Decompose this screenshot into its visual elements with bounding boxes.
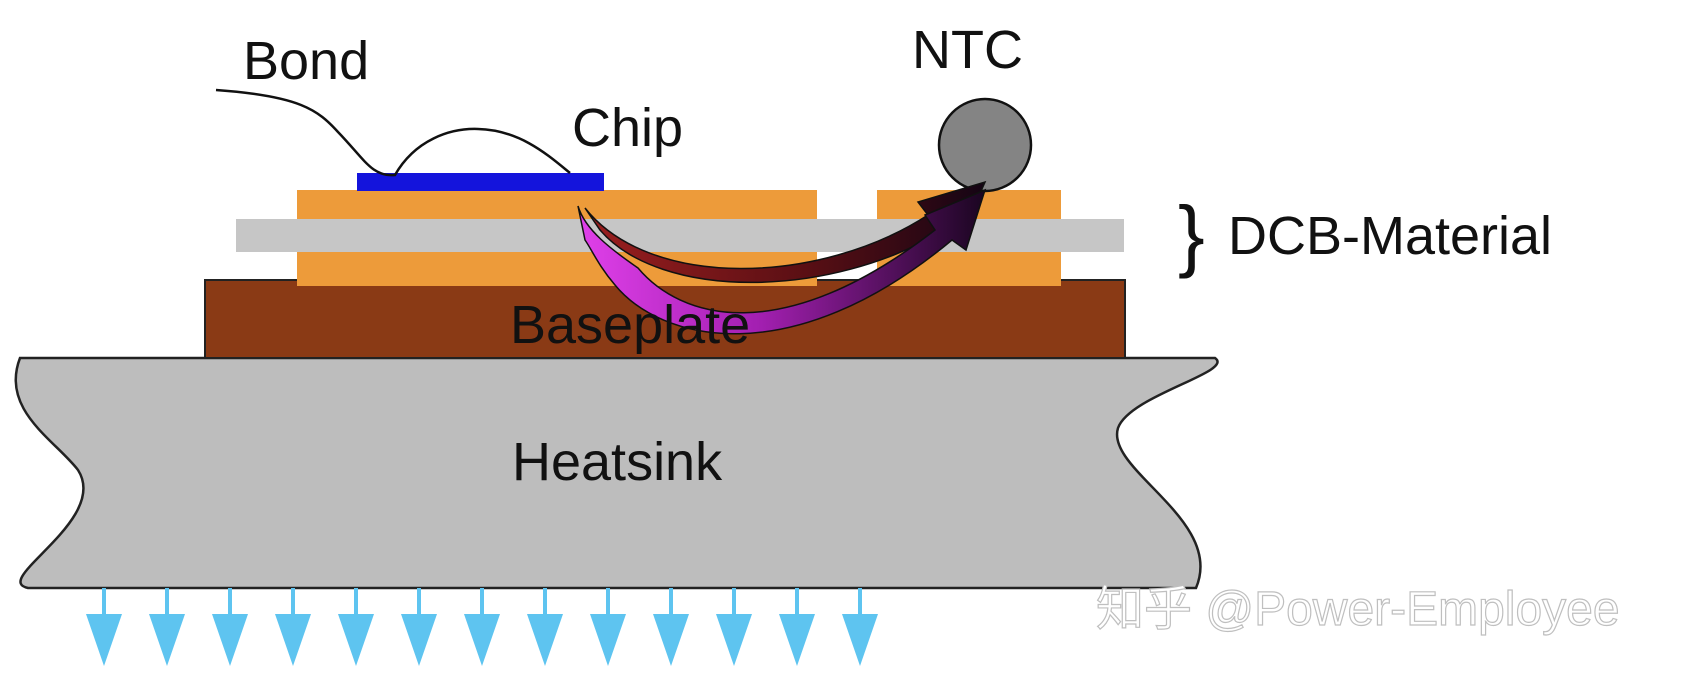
heat-flow-arrow [590,588,626,666]
heat-flow-arrow [779,588,815,666]
label-heatsink: Heatsink [512,432,723,492]
ntc-sensor [937,97,1033,193]
watermark: 知乎 @Power-Employee [1096,583,1620,636]
heat-flow-arrow [338,588,374,666]
heat-flow-arrow [464,588,500,666]
heat-flow-arrow [86,588,122,666]
heat-flow-arrows [86,588,878,666]
heat-flow-arrow [275,588,311,666]
heat-flow-arrow [527,588,563,666]
label-baseplate: Baseplate [510,295,750,355]
bond-wire [215,88,571,177]
heat-flow-arrow [716,588,752,666]
label-bond: Bond [243,31,369,91]
dcb-ceramic-layer [236,219,1124,252]
dcb-brace: } [1178,190,1205,279]
heat-flow-arrow [842,588,878,666]
label-chip: Chip [572,98,683,158]
heat-flow-arrow [401,588,437,666]
heat-flow-arrow [653,588,689,666]
heatsink [14,356,1219,590]
heat-path-lower-arrow [577,188,987,335]
label-dcb-material: DCB-Material [1228,206,1552,266]
chip [357,173,604,191]
dcb-upper-copper-left [297,190,817,219]
heat-path-upper-arrow [584,180,987,284]
label-ntc: NTC [912,20,1023,80]
heat-flow-arrow [212,588,248,666]
heat-flow-arrow [149,588,185,666]
